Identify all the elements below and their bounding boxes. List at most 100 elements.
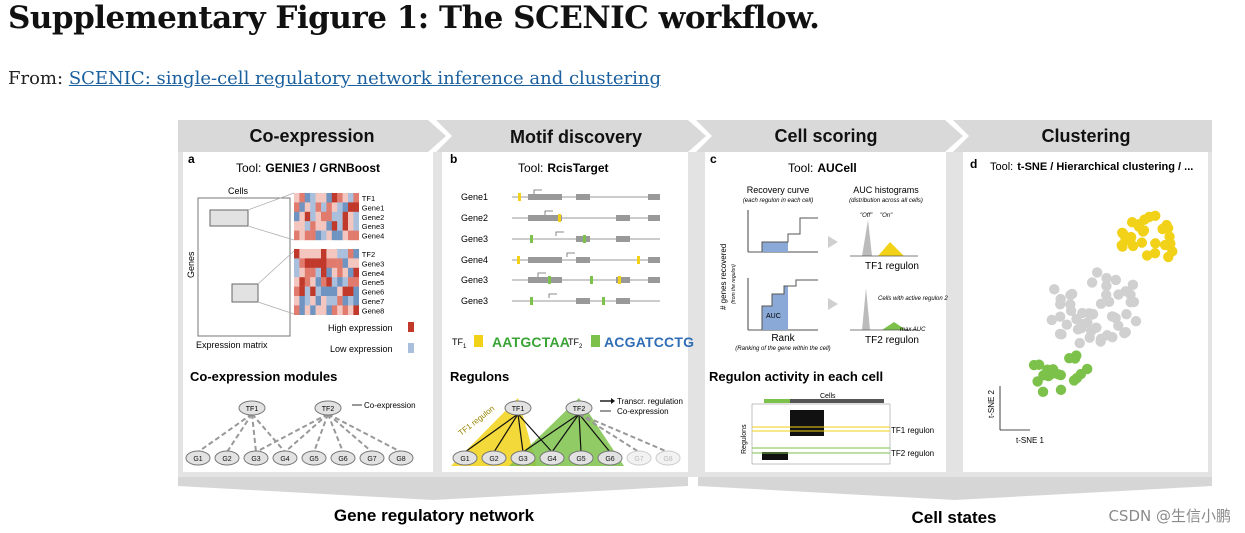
cells-label: Cells: [228, 186, 249, 196]
article-link[interactable]: SCENIC: single-cell regulatory network i…: [68, 68, 661, 89]
network-edge: [327, 413, 373, 453]
tsne-point: [1106, 311, 1118, 322]
gene-node: [568, 450, 594, 466]
heatmap-cell: [304, 221, 311, 231]
heatmap-row-label: Gene7: [362, 297, 385, 306]
heatmap-cell: [353, 202, 359, 212]
watermark: CSDN @生信小鹏: [1108, 507, 1231, 525]
gene-node-label: G2: [222, 456, 231, 463]
heatmap-cell: [348, 230, 354, 241]
heatmap-cell: [348, 296, 354, 306]
heatmap-tf2-label: TF2 regulon: [891, 449, 934, 458]
tsne-point: [1119, 327, 1130, 338]
heatmap-cell: [294, 267, 300, 278]
gene-node-label: G1: [460, 456, 469, 463]
rank-sub: (Ranking of the gene within the cell): [735, 346, 830, 352]
heatmap-cell: [304, 277, 311, 287]
motif-site: [530, 235, 533, 243]
heatmap-cell: [337, 230, 343, 241]
heatmap-cell: [331, 258, 338, 268]
heatmap-cell: [315, 211, 322, 222]
tsne-point: [1117, 227, 1128, 238]
heatmap-cell: [321, 296, 327, 306]
tss-arrow: [555, 231, 564, 236]
heatmap-cell: [342, 305, 349, 315]
gene-exon: [616, 277, 630, 283]
motif-site: [590, 276, 593, 284]
motif-site: [530, 297, 533, 305]
tsne-point: [1084, 332, 1095, 343]
heatmap-cell: [353, 305, 359, 315]
heatmap-cell: [321, 230, 327, 241]
gene-node-label: G8: [396, 456, 405, 463]
tsne-point: [1061, 319, 1073, 330]
tsne-point: [1074, 337, 1085, 349]
expression-matrix-box: [197, 197, 291, 337]
heatmap-cell: [321, 258, 327, 268]
tsne-point: [1066, 288, 1078, 300]
heatmap-cell: [348, 193, 354, 203]
off-label: "Off": [860, 213, 873, 219]
heatmap-cell: [321, 267, 327, 278]
heatmap-cell: [353, 286, 359, 297]
heatmap-cell: [331, 267, 338, 278]
motif-site: [602, 297, 605, 305]
heatmap-cell: [304, 202, 311, 212]
tsne-point: [1049, 284, 1060, 295]
tsne-point: [1086, 277, 1098, 288]
heatmap-cell: [337, 193, 343, 203]
gene-node: [359, 450, 385, 466]
tsne-point: [1125, 234, 1136, 245]
header-arrow-clustering: [953, 120, 1212, 152]
heatmap-cell: [331, 230, 338, 241]
heatmap-cell: [294, 258, 300, 268]
network-edge: [313, 413, 329, 453]
heatmap-cell: [353, 258, 359, 268]
tsne-point: [1113, 320, 1124, 331]
scenic-workflow-figure: Co-expression Motif discovery Cell scori…: [178, 120, 1212, 527]
heatmap-cell: [299, 202, 305, 212]
heatmap-cell: [310, 258, 316, 268]
heatmap-row-label: Gene5: [362, 278, 385, 287]
tf2-motif-logo: ACGATCCTG: [604, 334, 694, 350]
legend-coexp: Co-expression: [617, 407, 669, 416]
tsne-point: [1149, 248, 1161, 259]
heatmap-cell: [304, 230, 311, 241]
legend-transcr: Transcr. regulation: [617, 397, 683, 406]
heatmap-cell: [337, 211, 343, 222]
matrix-cell-block-1: [209, 209, 249, 227]
heatmap-cell: [299, 296, 305, 306]
heatmap-cell: [315, 249, 322, 259]
tsne-point: [1101, 280, 1112, 292]
gene-node-label: G6: [338, 456, 347, 463]
heatmap-cell: [326, 296, 332, 306]
tf2-heatmap: [294, 249, 359, 315]
heatmap-cell: [315, 296, 322, 306]
tsne-point: [1150, 238, 1161, 249]
tf-node-label: TF1: [512, 406, 525, 413]
heatmap-cell: [337, 202, 343, 212]
gene-exon: [648, 215, 660, 221]
tsne-point: [1164, 231, 1175, 242]
heatmap-cell: [315, 267, 322, 278]
heatmap-cell: [326, 193, 332, 203]
heatmap-cell: [337, 286, 343, 297]
heatmap-cell: [348, 249, 354, 259]
tsne-point: [1047, 364, 1059, 375]
heatmap-cell: [337, 277, 343, 287]
heatmap-row-label: Gene4: [362, 232, 385, 241]
heatmap-cell: [337, 296, 343, 306]
heatmap-row-label: Gene6: [362, 288, 385, 297]
panel-c-letter: c: [710, 152, 717, 166]
heatmap-cell: [342, 267, 349, 278]
heatmap-cell: [310, 286, 316, 297]
tf1-heatmap: [294, 193, 359, 241]
heatmap-cell: [337, 258, 343, 268]
heatmap-cell: [326, 258, 332, 268]
panel-c-tool: Tool:AUCell: [788, 161, 857, 175]
tsne-point: [1143, 211, 1155, 223]
network-edge: [517, 413, 524, 453]
gene-node-label: G2: [489, 456, 498, 463]
genes-recovered-axis: # genes recovered: [719, 244, 728, 310]
heatmap-cell: [326, 230, 332, 241]
